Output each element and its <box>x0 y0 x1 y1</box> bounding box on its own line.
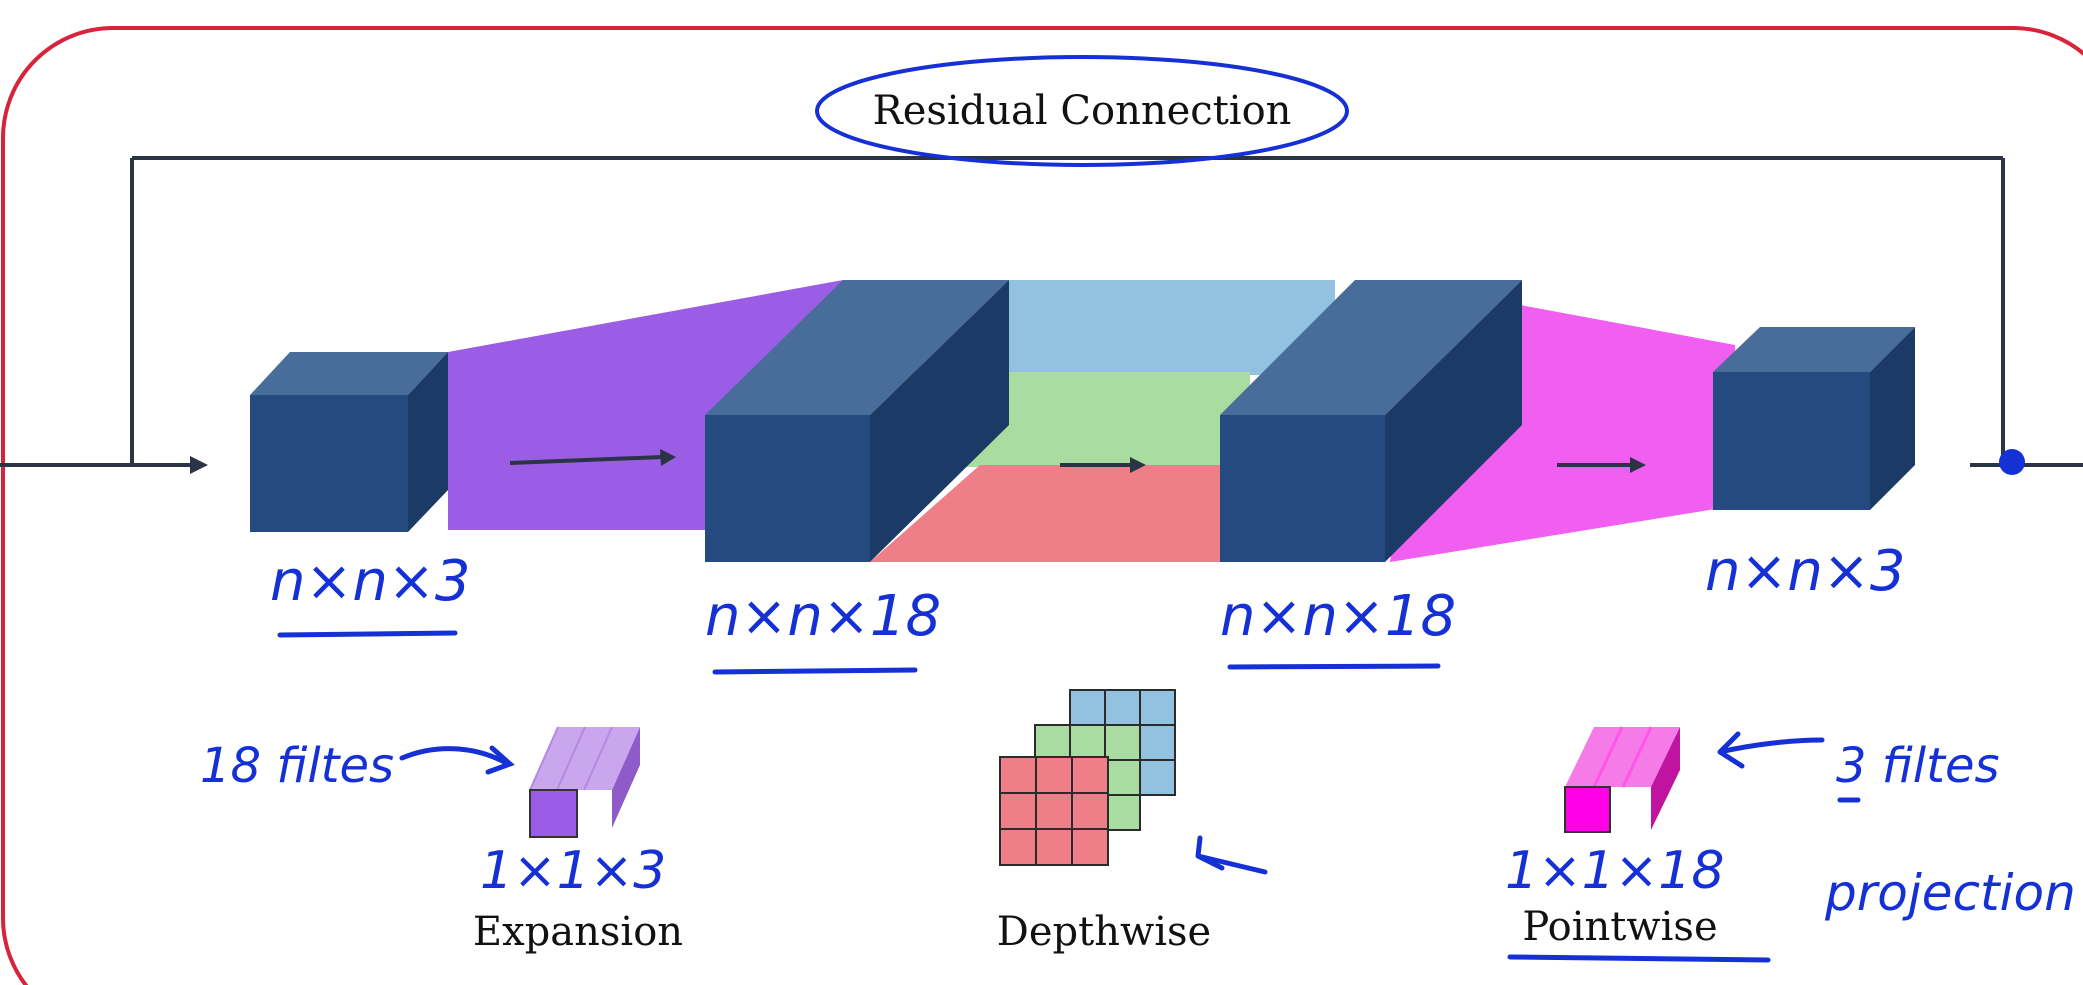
expansion-filter-count-note: 18 filtes <box>200 738 394 794</box>
expansion-filter-dims: 1×1×3 <box>480 841 666 901</box>
depthwise-output-block <box>1220 280 1522 562</box>
tensor-dims-expanded: n×n×18 <box>705 584 941 649</box>
residual-add-node <box>1999 449 2025 475</box>
residual-connection-path <box>0 156 2083 467</box>
output-tensor-cube <box>1713 327 1915 510</box>
pointwise-filter-count-note: 3 filtes <box>1836 738 2000 794</box>
underline-depthwise-out <box>1227 663 1441 670</box>
projection-note: projection <box>1824 864 2076 922</box>
title: Residual Connection <box>873 88 1292 134</box>
title-ellipse-annotation <box>815 55 1349 167</box>
tensor-dims-depthwise-out: n×n×18 <box>1220 584 1456 649</box>
depthwise-filter-icon <box>999 689 1176 866</box>
depthwise-label: Depthwise <box>997 909 1211 955</box>
arrow-head-3 <box>1630 457 1646 473</box>
underline-input <box>277 630 458 638</box>
input-tensor-cube <box>250 352 448 532</box>
expansion-pointer-arrow <box>399 745 515 775</box>
tensor-dims-input: n×n×3 <box>270 549 470 614</box>
pointwise-filter-icon <box>1564 726 1680 833</box>
arrow-head-1 <box>660 449 676 466</box>
pointwise-label: Pointwise <box>1522 904 1717 950</box>
flow-arrows <box>509 455 1630 467</box>
pointwise-label-underline <box>1507 954 1771 963</box>
outer-frame <box>1 26 2083 985</box>
input-arrow-head <box>190 456 208 474</box>
underline-expanded <box>712 667 918 675</box>
pointwise-pointer-arrow <box>1717 731 1825 769</box>
expansion-filter-icon <box>529 726 640 838</box>
depthwise-pointer-arrow <box>1195 835 1268 875</box>
pointwise-filter-dims: 1×1×18 <box>1505 841 1724 901</box>
depthwise-band-red <box>870 465 1250 562</box>
tensor-dims-output: n×n×3 <box>1705 539 1905 604</box>
arrow-head-2 <box>1130 457 1146 473</box>
expansion-label: Expansion <box>473 909 683 955</box>
expanded-tensor-block <box>705 280 1009 562</box>
